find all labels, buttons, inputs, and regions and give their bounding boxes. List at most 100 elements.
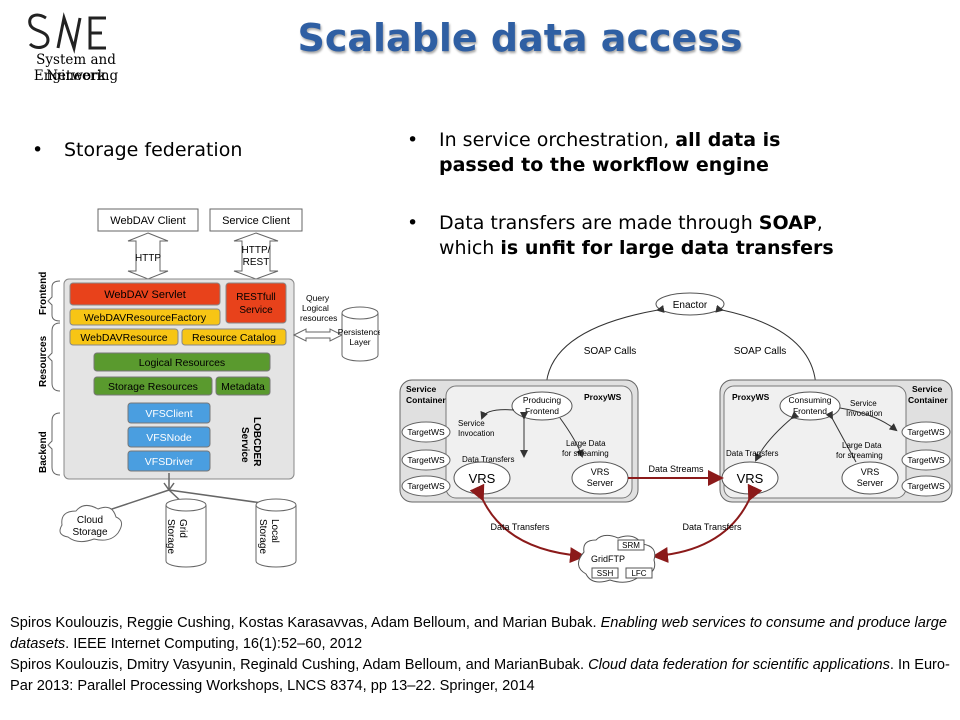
resources-bracket bbox=[47, 322, 61, 392]
ssh-label: SSH bbox=[597, 569, 614, 578]
targetws-label: TargetWS bbox=[407, 481, 445, 491]
restful-service-box bbox=[225, 282, 287, 324]
local-storage-label-1: Local bbox=[269, 519, 280, 543]
grid-storage-top bbox=[165, 498, 207, 512]
right-proxyws-label: ProxyWS bbox=[732, 392, 770, 402]
vfs-client-box bbox=[127, 402, 211, 424]
vfs-driver-label: VFSDriver bbox=[145, 456, 194, 468]
cloud-storage-label-2: Storage bbox=[72, 527, 107, 538]
restful-label-1: RESTfull bbox=[236, 292, 275, 303]
metadata-box bbox=[215, 376, 271, 396]
reference-2: Spiros Koulouzis, Dmitry Vasyunin, Regin… bbox=[10, 655, 955, 697]
data-streams-label: Data Streams bbox=[648, 464, 704, 474]
enactor-node bbox=[655, 292, 725, 316]
logo-line-2: Engineering bbox=[33, 68, 119, 84]
left-data-transfers-label: Data Transfers bbox=[462, 455, 514, 464]
webdav-servlet-box bbox=[69, 282, 221, 306]
webdav-client-label: WebDAV Client bbox=[110, 215, 185, 227]
service-client-box bbox=[209, 208, 303, 232]
lobcder-architecture-diagram: WebDAV Client Service Client HTTP HTTP/ … bbox=[38, 208, 380, 568]
targetws-label: TargetWS bbox=[907, 481, 945, 491]
bullet-1-text: In service orchestration, bbox=[439, 129, 676, 151]
srm-label: SRM bbox=[622, 541, 640, 550]
service-client-label: Service Client bbox=[222, 215, 290, 227]
grid-storage-label-1: Grid bbox=[177, 519, 188, 538]
left-data-transfers-red bbox=[469, 483, 586, 564]
persistence-cylinder-top bbox=[341, 306, 379, 320]
proxyws-architecture-diagram: Enactor SOAP Calls SOAP Calls Service Co… bbox=[399, 292, 953, 583]
ssh-box bbox=[591, 567, 619, 579]
left-invocation-arrow bbox=[480, 409, 515, 420]
right-vrs-server-2: Server bbox=[857, 478, 884, 488]
right-data-transfers-red bbox=[652, 483, 763, 563]
bullet-2-text: Data transfers are made through bbox=[439, 212, 759, 234]
references: Spiros Koulouzis, Reggie Cushing, Kostas… bbox=[10, 613, 955, 697]
restful-label-2: Service bbox=[239, 305, 273, 316]
resource-factory-label: WebDAVResourceFactory bbox=[84, 312, 207, 324]
right-transfer-arrow bbox=[755, 411, 800, 462]
left-invocation-label-2: Invocation bbox=[458, 429, 494, 438]
targetws-label: TargetWS bbox=[907, 427, 945, 437]
webdav-resource-box bbox=[69, 328, 179, 346]
left-container-label-1: Service bbox=[406, 384, 437, 394]
bullet-1-bold: all data is passed to the workflow engin… bbox=[439, 129, 781, 176]
storage-resources-box bbox=[93, 376, 213, 396]
right-vrs-server-node bbox=[841, 461, 899, 495]
targetws-label: TargetWS bbox=[907, 455, 945, 465]
consuming-label-1: Consuming bbox=[789, 395, 832, 405]
consuming-label-2: Frontend bbox=[793, 406, 827, 416]
reference-2-authors: Spiros Koulouzis, Dmitry Vasyunin, Regin… bbox=[10, 657, 589, 673]
left-stream-arrow bbox=[559, 417, 584, 458]
sne-logo: System and Network Engineering bbox=[6, 8, 136, 88]
left-large-data-2: for streaming bbox=[562, 449, 609, 458]
targetws-label: TargetWS bbox=[407, 455, 445, 465]
left-vrs-label: VRS bbox=[469, 471, 496, 486]
left-targetws-list: TargetWS TargetWS TargetWS bbox=[401, 421, 451, 497]
reference-2-rest: . In Euro-Par 2013: Parallel Processing … bbox=[10, 657, 950, 694]
lfc-box bbox=[625, 567, 653, 579]
left-proxyws-label: ProxyWS bbox=[584, 392, 622, 402]
query-label-1: Query bbox=[306, 293, 330, 303]
logo-line-1: System and Network bbox=[36, 52, 116, 84]
page-title: Scalable data access bbox=[297, 16, 743, 60]
logical-resources-box bbox=[93, 352, 271, 372]
persistence-label-2: Layer bbox=[349, 337, 370, 347]
grid-storage-cylinder bbox=[165, 505, 207, 568]
soap-calls-label-right: SOAP Calls bbox=[734, 346, 787, 357]
webdav-client-box bbox=[97, 208, 199, 232]
right-invocation-label-1: Service bbox=[850, 399, 877, 408]
resource-catalog-label: Resource Catalog bbox=[192, 332, 276, 344]
right-stream-arrow bbox=[825, 410, 857, 463]
webdav-resource-label: WebDAVResource bbox=[80, 332, 167, 344]
cloud-storage-label-1: Cloud bbox=[77, 515, 103, 526]
http-label: HTTP bbox=[135, 253, 161, 264]
metadata-label: Metadata bbox=[221, 381, 265, 393]
right-bullet-list: In service orchestration, all data is pa… bbox=[405, 128, 855, 261]
http-rest-label-2: REST bbox=[243, 257, 270, 268]
reference-1-authors: Spiros Koulouzis, Reggie Cushing, Kostas… bbox=[10, 615, 601, 631]
reference-1-title: Enabling web services to consume and pro… bbox=[10, 615, 947, 652]
gridftp-label: GridFTP bbox=[591, 554, 625, 564]
bullet-soap: Data transfers are made through SOAP, wh… bbox=[405, 211, 855, 261]
bullet-2-mid: , which bbox=[439, 212, 823, 259]
soap-calls-left bbox=[542, 305, 665, 392]
resource-catalog-box bbox=[181, 328, 287, 346]
cloud-storage-shape bbox=[59, 505, 122, 543]
query-label-2: Logical bbox=[302, 303, 329, 313]
bullet-2-bold: is unfit for large data transfers bbox=[500, 237, 834, 259]
left-bullet-list: Storage federation bbox=[30, 138, 242, 163]
bullet-orchestration: In service orchestration, all data is pa… bbox=[405, 128, 855, 178]
frontend-label: Frontend bbox=[38, 272, 49, 315]
right-large-data-2: for streaming bbox=[836, 451, 883, 460]
reference-2-title: Cloud data federation for scientific app… bbox=[588, 657, 890, 673]
storage-resources-label: Storage Resources bbox=[108, 381, 198, 393]
persistence-label-1: Persistence bbox=[338, 327, 380, 337]
lobcder-label-2: Service bbox=[239, 427, 250, 463]
resources-label: Resources bbox=[38, 335, 49, 387]
persistence-cylinder bbox=[341, 313, 379, 362]
reference-1: Spiros Koulouzis, Reggie Cushing, Kostas… bbox=[10, 613, 955, 655]
producing-label-1: Producing bbox=[523, 395, 562, 405]
resource-factory-box bbox=[69, 308, 221, 326]
http-rest-label-1: HTTP/ bbox=[242, 245, 271, 256]
bullet-storage-federation: Storage federation bbox=[30, 138, 242, 163]
